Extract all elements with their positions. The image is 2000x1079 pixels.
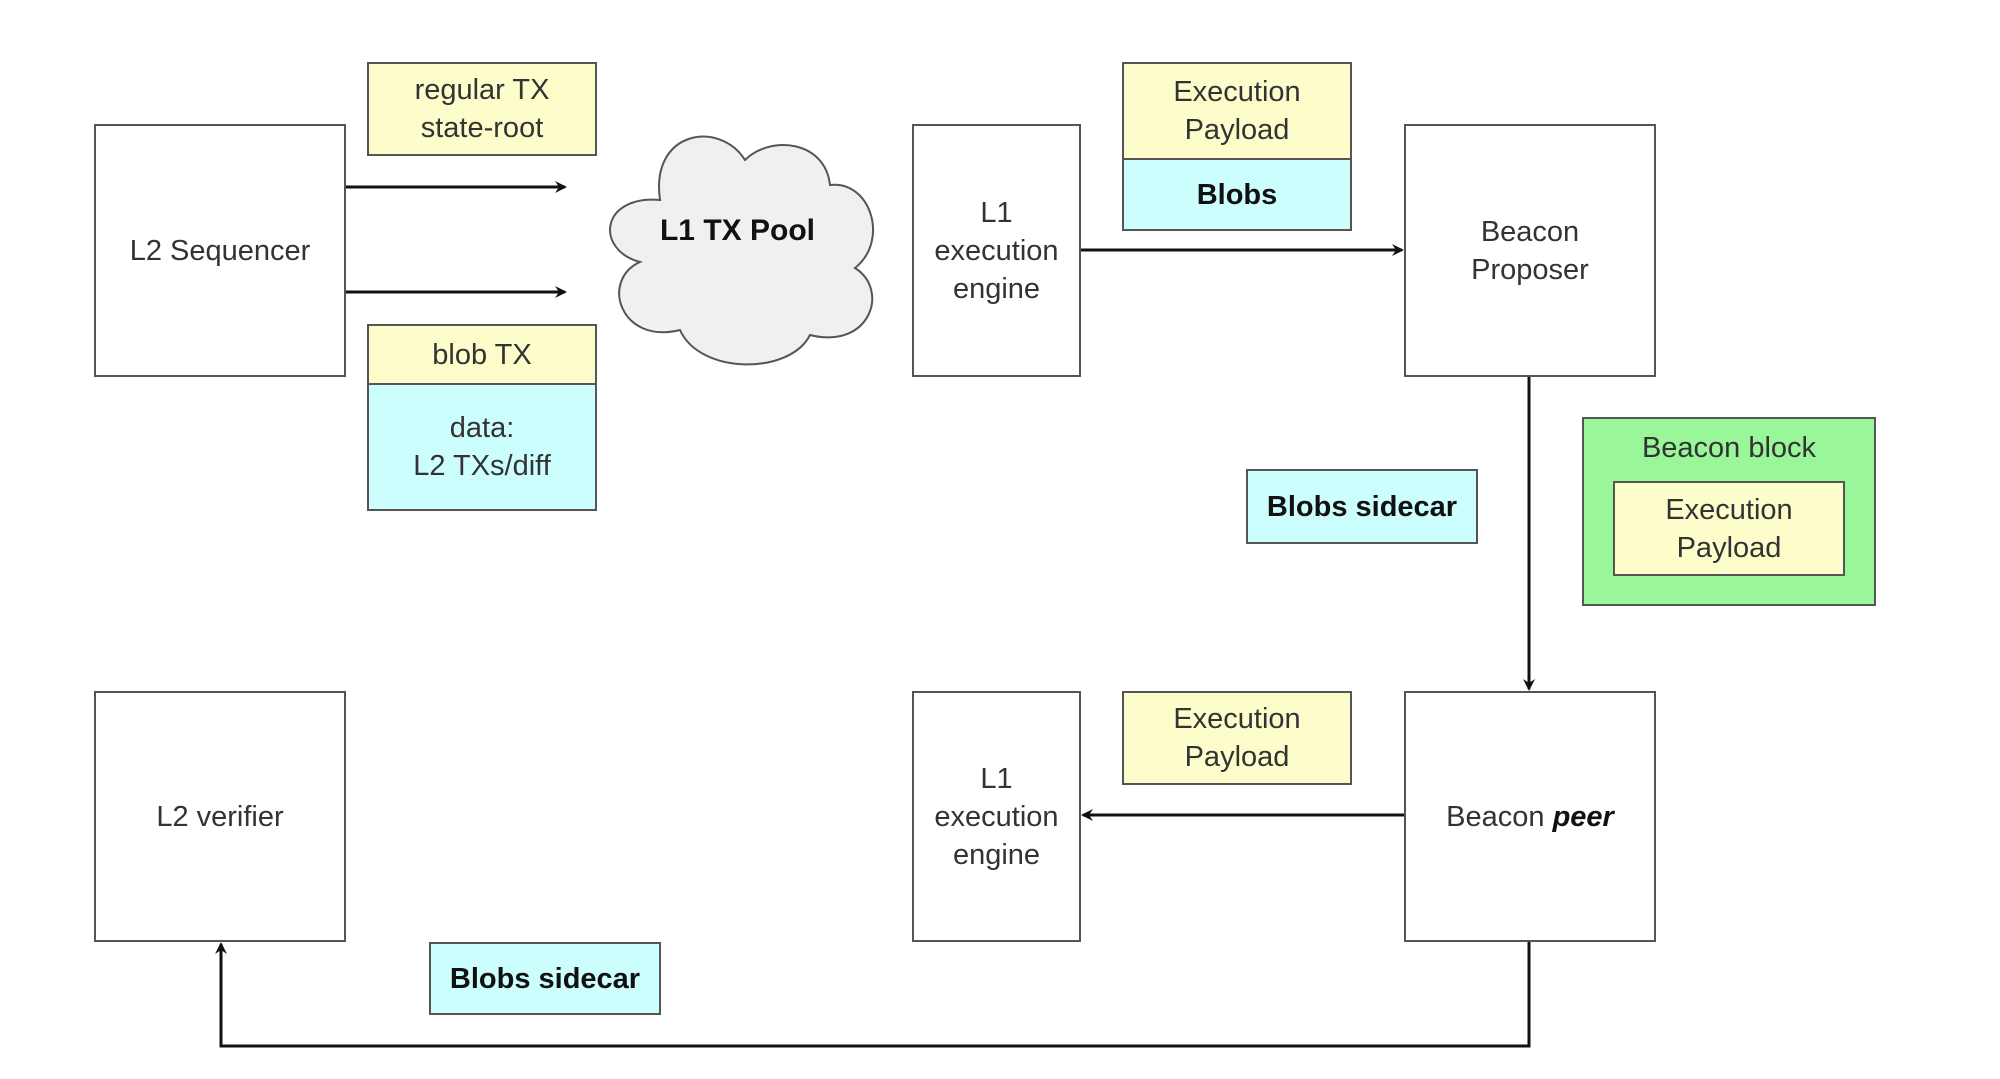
beacon-block-payload: Execution Payload — [1613, 481, 1845, 576]
payload-bottom-label-box: Execution Payload — [1122, 691, 1352, 785]
beacon-block-payload-line-2: Payload — [1676, 531, 1782, 564]
beacon-proposer-line-1: Beacon — [1480, 215, 1580, 248]
payload-part: Execution Payload — [1124, 64, 1350, 158]
blobs-sidecar-middle-text: Blobs sidecar — [1266, 490, 1458, 523]
l1-engine-top-line-1: L1 — [980, 196, 1013, 229]
regular-tx-label-box: regular TX state-root — [367, 62, 597, 156]
l1-execution-engine-bottom-node[interactable]: L1 execution engine — [912, 691, 1081, 942]
beacon-peer-label: Beacon peer — [1446, 798, 1614, 836]
payload-blobs-label-box: Execution Payload Blobs — [1122, 62, 1352, 231]
beacon-proposer-node[interactable]: Beacon Proposer — [1404, 124, 1656, 377]
blob-tx-header-text: blob TX — [432, 338, 532, 371]
l1-tx-pool-label: L1 TX Pool — [659, 214, 815, 247]
regular-tx-line-2: state-root — [420, 112, 544, 144]
blob-tx-body-line-1: data: — [449, 412, 515, 444]
arrow-peer-to-verifier — [215, 942, 1531, 1048]
blob-tx-body-line-2: L2 TXs/diff — [413, 450, 551, 482]
l1-tx-pool-cloud — [609, 135, 874, 366]
l2-sequencer-node[interactable]: L2 Sequencer — [94, 124, 346, 377]
l1-execution-engine-top-node[interactable]: L1 execution engine — [912, 124, 1081, 377]
blob-tx-label-box: blob TX data: L2 TXs/diff — [367, 324, 597, 511]
beacon-peer-prefix: Beacon — [1446, 800, 1553, 833]
l1-engine-bottom-line-1: L1 — [980, 762, 1013, 795]
blobs-sidecar-bottom-text: Blobs sidecar — [449, 962, 641, 995]
l1-engine-bottom-line-3: engine — [952, 838, 1041, 871]
l1-engine-top-line-2: execution — [934, 234, 1059, 267]
blobs-part: Blobs — [1124, 158, 1350, 229]
l1-engine-bottom-line-2: execution — [934, 800, 1059, 833]
l2-sequencer-label: L2 Sequencer — [129, 234, 311, 267]
payload-line-1: Execution — [1173, 76, 1301, 108]
regular-tx-line-1: regular TX — [414, 74, 550, 106]
beacon-block-payload-line-1: Execution — [1665, 493, 1793, 526]
l2-verifier-node[interactable]: L2 verifier — [94, 691, 346, 942]
beacon-proposer-line-2: Proposer — [1471, 253, 1589, 286]
blobs-sidecar-middle-label: Blobs sidecar — [1246, 469, 1478, 544]
beacon-block-label-box: Beacon block Execution Payload — [1582, 417, 1876, 606]
payload-line-2: Payload — [1184, 114, 1290, 146]
beacon-peer-node[interactable]: Beacon peer — [1404, 691, 1656, 942]
beacon-peer-emphasis: peer — [1552, 800, 1614, 833]
blob-tx-body: data: L2 TXs/diff — [369, 383, 595, 509]
blobs-sidecar-bottom-label: Blobs sidecar — [429, 942, 661, 1015]
payload-bottom-line-1: Execution — [1173, 703, 1301, 735]
l1-engine-top-line-3: engine — [952, 272, 1041, 305]
l2-verifier-label: L2 verifier — [156, 800, 284, 833]
blobs-text: Blobs — [1196, 178, 1278, 211]
blob-tx-header: blob TX — [369, 326, 595, 383]
beacon-block-title: Beacon block — [1641, 432, 1817, 464]
payload-bottom-line-2: Payload — [1184, 741, 1290, 773]
